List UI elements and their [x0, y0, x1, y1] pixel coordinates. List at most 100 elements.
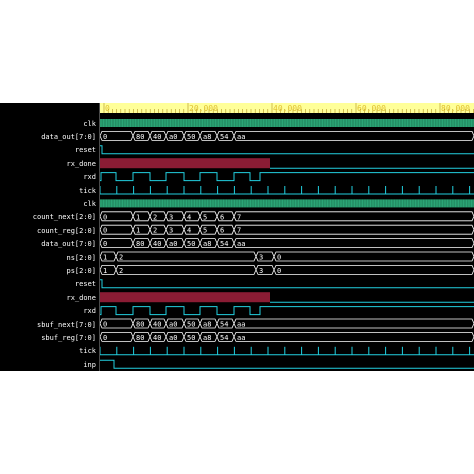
bus-value: 0: [277, 267, 281, 275]
bus-value: 80: [136, 334, 144, 342]
bus-value: 40: [153, 240, 161, 248]
bus-value: a0: [169, 133, 177, 141]
bus-value: 2: [119, 254, 123, 262]
bus-segment: [273, 264, 474, 275]
bus-value: 1: [103, 254, 107, 262]
bus-value: 1: [136, 213, 140, 221]
signal-name[interactable]: count_reg[2:0]: [36, 226, 96, 235]
signal-name[interactable]: reset: [74, 280, 96, 289]
signal-name[interactable]: clk: [83, 199, 96, 208]
bus-value: 7: [237, 213, 241, 221]
bus-value: 5: [203, 213, 207, 221]
bus-segment: [233, 238, 474, 249]
bus-value: 0: [103, 133, 107, 141]
signal-name[interactable]: sbuf_reg[7:0]: [41, 333, 96, 342]
bus-segment: [233, 318, 474, 329]
bus-value: a8: [203, 240, 211, 248]
bus-value: 7: [237, 227, 241, 235]
bit-wave: [100, 145, 474, 155]
bus-value: aa: [237, 240, 245, 248]
bit-wave: [100, 279, 474, 289]
bus-value: 3: [169, 213, 173, 221]
bus-value: 1: [103, 267, 107, 275]
bus-value: 0: [277, 254, 281, 262]
bus-value: a8: [203, 334, 211, 342]
bus-value: a8: [203, 133, 211, 141]
bus-value: 0: [103, 213, 107, 221]
bit-wave: [100, 172, 474, 182]
bus-value: 54: [220, 321, 228, 329]
bus-value: 6: [220, 227, 224, 235]
bus-value: 1: [136, 227, 140, 235]
bus-value: 54: [220, 334, 228, 342]
signal-name[interactable]: ps[2:0]: [66, 266, 96, 275]
bus-value: 2: [153, 227, 157, 235]
bus-value: 0: [103, 240, 107, 248]
signal-name[interactable]: data_out[7:0]: [41, 240, 96, 249]
bus-value: 50: [187, 334, 195, 342]
bus-value: 3: [169, 227, 173, 235]
ruler-label: 0: [105, 104, 110, 113]
bus-value: 3: [259, 254, 263, 262]
ruler-label: 20,000: [189, 104, 218, 113]
bus-value: a0: [169, 240, 177, 248]
signal-name[interactable]: tick: [79, 347, 96, 356]
rx-done-fill: [100, 158, 270, 169]
signal-name[interactable]: rxd: [83, 307, 96, 316]
clock-wave: [100, 199, 474, 208]
bus-value: 4: [187, 213, 191, 221]
ruler-label: 40,000: [273, 104, 302, 113]
bus-value: 50: [187, 240, 195, 248]
bus-value: 54: [220, 133, 228, 141]
bus-value: a8: [203, 321, 211, 329]
bus-segment: [115, 251, 257, 262]
signal-name[interactable]: rxd: [83, 173, 96, 182]
bus-value: aa: [237, 334, 245, 342]
bus-value: 0: [103, 227, 107, 235]
bit-wave: [100, 359, 474, 369]
bus-value: a0: [169, 321, 177, 329]
ruler-label: 60,000: [357, 104, 386, 113]
waveform-rows: 0 80 40 a0 50 a8 54 aa 0 1 2 3 4 5 6 7 0 1 2 3 4 5 6 7 0 80 40 a0 50…: [100, 119, 474, 369]
bus-value: 0: [103, 321, 107, 329]
signal-name[interactable]: tick: [79, 186, 96, 195]
bus-value: 50: [187, 321, 195, 329]
bus-value: 40: [153, 334, 161, 342]
bus-value: 3: [259, 267, 263, 275]
bus-value: aa: [237, 133, 245, 141]
bus-segment: [233, 331, 474, 342]
signal-name[interactable]: rx_done: [66, 293, 96, 302]
bus-value: 6: [220, 213, 224, 221]
signal-name[interactable]: rx_done: [66, 159, 96, 168]
signal-name[interactable]: clk: [83, 119, 96, 128]
bus-value: 2: [153, 213, 157, 221]
bus-value: 2: [119, 267, 123, 275]
bus-segment: [115, 264, 257, 275]
bus-value: 5: [203, 227, 207, 235]
bus-segment: [233, 224, 474, 235]
ruler-label: 80,000: [441, 104, 470, 113]
bus-value: a0: [169, 334, 177, 342]
signal-name[interactable]: count_next[2:0]: [32, 213, 96, 222]
bus-value: 0: [103, 334, 107, 342]
bus-value: 80: [136, 133, 144, 141]
bus-segment: [233, 130, 474, 141]
bus-value: 4: [187, 227, 191, 235]
rx-done-fill: [100, 292, 270, 303]
clock-wave: [100, 119, 474, 127]
bus-value: 40: [153, 321, 161, 329]
bus-value: 50: [187, 133, 195, 141]
bit-wave: [100, 306, 474, 316]
bus-segment: [233, 211, 474, 222]
bus-value: 40: [153, 133, 161, 141]
signal-name[interactable]: reset: [74, 146, 96, 155]
signal-name[interactable]: data_out[7:0]: [41, 132, 96, 141]
signal-name[interactable]: sbuf_next[7:0]: [36, 320, 96, 329]
signal-name[interactable]: inp: [83, 360, 96, 369]
bus-value: 80: [136, 321, 144, 329]
signal-name[interactable]: ns[2:0]: [66, 253, 96, 262]
ruler-band: [100, 103, 474, 113]
time-ruler[interactable]: 0 20,000 40,000 60,000 80,000: [100, 103, 474, 113]
